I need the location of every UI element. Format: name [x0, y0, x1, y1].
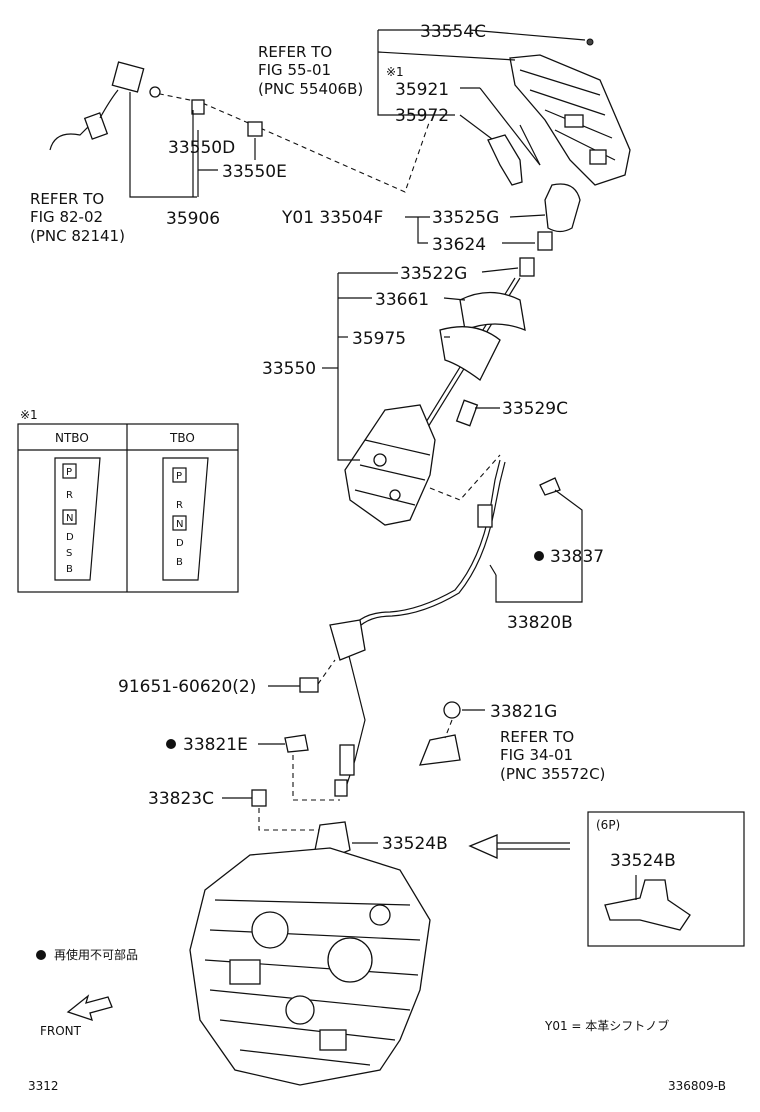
boot-35975 [439, 326, 501, 381]
label-35906: 35906 [166, 209, 220, 229]
ntbo-n: N [66, 513, 73, 524]
label-33550d: 33550D [168, 138, 235, 158]
ntbo-p: P [66, 467, 72, 478]
ntbo-d: D [66, 532, 74, 543]
gate-table [17, 423, 239, 593]
footer-right: 336809-B [668, 1079, 726, 1093]
label-33837: 33837 [550, 547, 604, 567]
ref-fig5501-line1: REFER TO [258, 43, 332, 61]
legend-front: FRONT [40, 1024, 82, 1038]
label-33524b: 33524B [382, 834, 448, 854]
ref-fig5501-line3: (PNC 55406B) [258, 80, 363, 98]
front-arrow-icon [66, 994, 113, 1022]
label-33820b: 33820B [507, 613, 573, 633]
label-33529c: 33529C [502, 399, 568, 419]
label-33624: 33624 [432, 235, 486, 255]
ref-fig8202-line3: (PNC 82141) [30, 227, 125, 245]
bracket-35906 [129, 92, 197, 198]
label-33554c: 33554C [420, 22, 486, 42]
dot-33821e-icon [166, 739, 176, 749]
tbo-d: D [176, 538, 184, 549]
bracket-33554c [377, 30, 455, 116]
bolt-91651 [299, 677, 319, 693]
ref-fig3401-line3: (PNC 35572C) [500, 765, 605, 783]
shift-bezel-assembly [509, 38, 631, 186]
label-33524b-inset: 33524B [610, 851, 676, 871]
part-35972-shape [487, 134, 523, 186]
bolt-33823c [251, 789, 267, 807]
boot-33661 [459, 291, 526, 332]
ntbo-r: R [66, 490, 73, 501]
ref-fig8202-line1: REFER TO [30, 190, 104, 208]
label-33823c: 33823C [148, 789, 214, 809]
legend-non-reusable: 再使用不可部品 [54, 947, 138, 962]
non-reusable-dot-icon [36, 950, 46, 960]
clip-33821e [284, 734, 309, 753]
label-33821g: 33821G [490, 702, 557, 722]
label-33661: 33661 [375, 290, 429, 310]
tbo-n: N [176, 519, 183, 530]
nut-33821g [443, 701, 461, 719]
shift-lever-base [344, 399, 479, 526]
inset-bracket-shape [604, 879, 691, 931]
ref-fig3401-line1: REFER TO [500, 728, 574, 746]
guide-top [149, 91, 431, 193]
ref-fig3401-line2: FIG 34-01 [500, 746, 573, 764]
ref-fig5501-line2: FIG 55-01 [258, 61, 331, 79]
tbo-p: P [176, 471, 182, 482]
label-33821e: 33821E [183, 735, 248, 755]
label-33550: 33550 [262, 359, 316, 379]
label-33550e: 33550E [222, 162, 287, 182]
bracket-33504f [417, 217, 428, 244]
label-33504f: Y01 33504F [281, 208, 383, 228]
shift-cable [329, 459, 561, 797]
label-33525g: 33525G [432, 208, 499, 228]
tbo-b: B [176, 557, 183, 568]
tbo-r: R [176, 500, 183, 511]
bracket-33550 [337, 300, 360, 461]
connector-35906 [49, 61, 263, 151]
inset-6p-label: (6P) [596, 818, 620, 832]
inset-6p-box [587, 811, 745, 947]
ref-fig8202-line2: FIG 82-02 [30, 208, 103, 226]
label-35975: 35975 [352, 329, 406, 349]
ntbo-b: B [66, 564, 73, 575]
dot-33837-icon [534, 551, 544, 561]
transaxle [189, 847, 431, 1086]
label-91651: 91651-60620(2) [118, 677, 256, 697]
leader-bracket-top [377, 51, 516, 61]
bracket-clip [418, 734, 461, 766]
bracket-33820b [495, 489, 583, 603]
note-mark-1: ※1 [386, 65, 404, 79]
label-35921: 35921 [395, 80, 449, 100]
inset-arrow [468, 834, 570, 860]
table-header-ntbo: NTBO [55, 431, 89, 445]
table-mark: ※1 [20, 408, 38, 422]
leader-33554c [469, 29, 586, 41]
legend-y01: Y01 = 本革シフトノブ [544, 1018, 669, 1033]
table-header-tbo: TBO [169, 431, 195, 445]
footer-left: 3312 [28, 1079, 59, 1093]
shift-knob [519, 183, 581, 277]
ntbo-s: S [66, 548, 72, 559]
label-35972: 35972 [395, 106, 449, 126]
label-33522g: 33522G [400, 264, 467, 284]
